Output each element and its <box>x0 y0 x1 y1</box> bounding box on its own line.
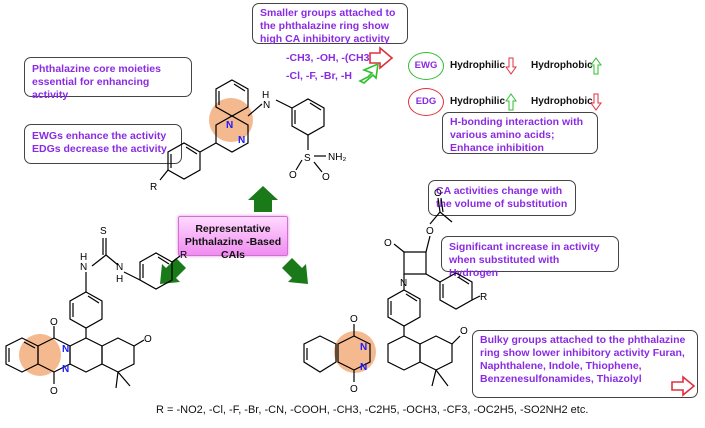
core-moieties-box: Phthalazine core moieties essential for … <box>24 57 192 101</box>
left-atom-h1: H <box>116 274 123 285</box>
ewg-hydrophobic: Hydrophobic <box>531 60 593 71</box>
right-atom-o2: O <box>350 384 358 395</box>
bulky-text: Bulky groups attached to the phthalazine… <box>480 334 686 385</box>
bulky-red-arrow <box>671 375 696 397</box>
left-atom-n3: N <box>62 344 69 355</box>
right-atom-n-lactam: N <box>400 278 407 289</box>
right-atom-n1: N <box>360 342 367 353</box>
arrow-down-left <box>160 258 186 284</box>
ewg-hydrophilic: Hydrophilic <box>450 60 506 71</box>
center-label-text: Representative Phthalazine -Based CAIs <box>184 223 282 261</box>
top-phthalazine-molecule <box>159 79 326 181</box>
left-atom-n2: N <box>80 262 87 273</box>
top-atom-nh: H <box>262 90 269 101</box>
hbond-box: H-bonding interaction with various amino… <box>442 112 598 154</box>
top-atom-o2: O <box>322 172 330 183</box>
red-hollow-arrow <box>369 46 394 70</box>
smaller-groups-box: Smaller groups attached to the phthalazi… <box>252 3 408 45</box>
top-atom-nh2: NH₂ <box>328 152 346 163</box>
small-groups-line1: -CH3, -OH, -(CH3)2 <box>286 52 379 64</box>
left-atom-o2: O <box>50 386 58 397</box>
edg-bubble: EDG <box>408 88 444 116</box>
bulky-box: Bulky groups attached to the phthalazine… <box>472 330 698 398</box>
top-atom-n2: N <box>238 135 245 146</box>
top-atom-r: R <box>150 182 157 193</box>
left-atom-n1: N <box>116 262 123 273</box>
small-groups-line2: -Cl, -F, -Br, -H <box>286 70 352 82</box>
ca-volume-text: CA activities change with the volume of … <box>436 185 568 210</box>
core-moieties-text: Phthalazine core moieties essential for … <box>32 63 161 101</box>
right-atom-o3: O <box>460 326 468 337</box>
ewg-hydrophobic-up-arrow <box>590 57 602 75</box>
left-atom-o3: O <box>144 334 152 345</box>
top-atom-n1: N <box>226 120 233 131</box>
top-atom-o1: O <box>289 170 297 181</box>
left-thiourea-molecule <box>5 238 181 389</box>
right-atom-o-ester: O <box>426 226 434 237</box>
left-atom-s: S <box>100 226 107 237</box>
center-label-box: Representative Phthalazine -Based CAIs <box>178 216 288 261</box>
top-atom-n3: N <box>263 100 270 111</box>
ewg-hydrophilic-down-arrow <box>505 57 517 75</box>
right-atom-n2: N <box>360 362 367 373</box>
left-atom-h2: H <box>80 252 87 263</box>
arrow-up <box>248 186 278 212</box>
smaller-groups-text: Smaller groups attached to the phthalazi… <box>260 7 396 45</box>
left-atom-r: R <box>180 250 187 261</box>
edg-hydrophobic: Hydrophobic <box>531 96 593 107</box>
hbond-text: H-bonding interaction with various amino… <box>450 116 583 154</box>
edg-hydrophobic-down-arrow <box>590 93 602 111</box>
edg-hydrophilic: Hydrophilic <box>450 96 506 107</box>
hydrogen-box: Significant increase in activity when su… <box>441 236 619 279</box>
right-atom-o-lactam: O <box>384 238 392 249</box>
right-atom-o-carbonyl: O <box>434 188 442 199</box>
right-azetidinone-molecule <box>303 197 481 387</box>
top-atom-s: S <box>304 153 311 164</box>
arrow-down-right <box>282 258 308 284</box>
right-atom-r: R <box>480 292 487 303</box>
ca-volume-box: CA activities change with the volume of … <box>428 180 576 216</box>
left-atom-o1: O <box>50 317 58 328</box>
r-substituent-list: R = -NO2, -Cl, -F, -Br, -CN, -COOH, -CH3… <box>156 404 589 416</box>
green-hollow-arrow <box>358 62 379 84</box>
ewg-edg-text: EWGs enhance the activity EDGs decrease … <box>32 130 167 155</box>
left-atom-n4: N <box>62 364 69 375</box>
right-atom-o1: O <box>350 314 358 325</box>
ewg-edg-box: EWGs enhance the activity EDGs decrease … <box>24 124 182 164</box>
edg-hydrophilic-up-arrow <box>505 93 517 111</box>
ewg-bubble: EWG <box>408 52 444 80</box>
